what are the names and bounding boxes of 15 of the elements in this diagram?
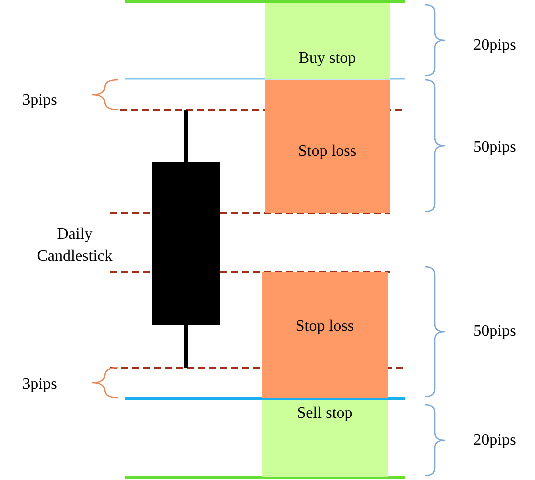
stop-loss-box [262, 272, 388, 398]
pip-count: 3pips [22, 375, 58, 395]
pip-count: 20pips [472, 36, 518, 56]
pip-count: 50pips [472, 322, 518, 342]
sell-stop-band [262, 400, 388, 477]
zone-label: Stop loss [297, 143, 358, 161]
zone-label: Sell stop [296, 405, 354, 423]
zone-label: Stop loss [294, 318, 356, 336]
pip-count: 3pips [22, 91, 58, 111]
pip-count: 20pips [472, 431, 518, 451]
pip-count: 50pips [472, 138, 518, 158]
buy-stop-band [265, 3, 390, 79]
zone-label: Buy stop [298, 50, 358, 68]
stop-loss-box [265, 80, 390, 213]
candlestick-caption: Daily Candlestick [36, 225, 114, 267]
